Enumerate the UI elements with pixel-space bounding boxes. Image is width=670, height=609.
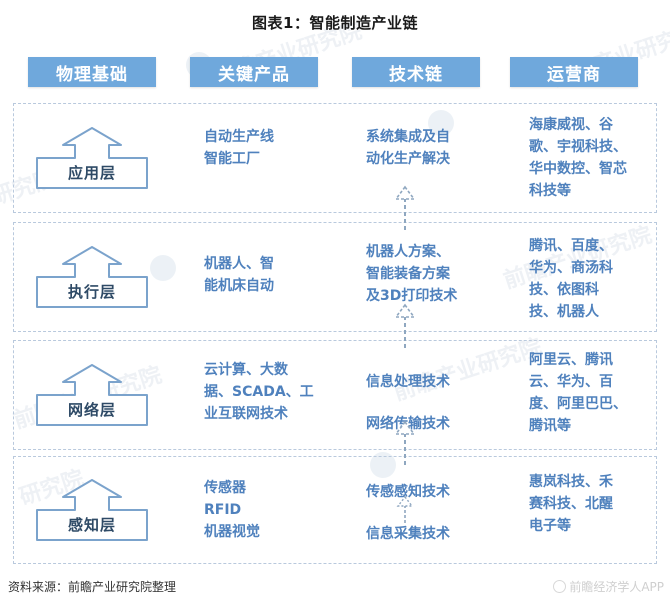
- up-arrow-notch-shape: [36, 479, 148, 541]
- layer-badge-perception: 感知层: [36, 479, 148, 541]
- cell-operators-network: 阿里云、腾讯 云、华为、百 度、阿里巴巴、 腾讯等: [529, 352, 627, 434]
- layer-badge-network: 网络层: [36, 364, 148, 426]
- brand-logo-icon: [553, 580, 567, 593]
- layer-row-network: 网络层 云计算、大数 据、SCADA、工 业互联网技术 信息处理技术 网络传输技…: [13, 340, 657, 450]
- cell-products-network: 云计算、大数 据、SCADA、工 业互联网技术: [204, 362, 314, 422]
- footer-watermark: 前瞻经济学人APP: [553, 578, 664, 595]
- cell-products-execution: 机器人、智 能机床自动: [204, 256, 274, 294]
- layer-badge-execution: 执行层: [36, 246, 148, 308]
- layer-label-execution: 执行层: [67, 282, 116, 301]
- source-note: 资料来源：前瞻产业研究院整理: [8, 580, 177, 594]
- cell-operators-perception: 惠岚科技、禾 赛科技、北醒 电子等: [529, 474, 613, 534]
- layer-row-perception: 感知层 传感器 RFID 机器视觉 传感感知技术 信息采集技术 惠岚科技、禾 赛…: [13, 456, 657, 564]
- cell-techchain-network: 信息处理技术 网络传输技术: [366, 374, 450, 432]
- cell-techchain-perception: 传感感知技术 信息采集技术: [366, 484, 450, 542]
- cell-products-perception: 传感器 RFID 机器视觉: [204, 480, 260, 540]
- up-arrow-notch-shape: [36, 246, 148, 308]
- footer-watermark-label: 前瞻经济学人APP: [569, 580, 664, 594]
- layer-row-execution: 执行层 机器人、智 能机床自动 机器人方案、 智能装备方案 及3D打印技术 腾讯…: [13, 222, 657, 332]
- cell-techchain-execution: 机器人方案、 智能装备方案 及3D打印技术: [366, 244, 458, 304]
- page-title: 图表1：智能制造产业链: [252, 14, 418, 32]
- cell-operators-execution: 腾讯、百度、 华为、商汤科 技、依图科 技、机器人: [529, 238, 613, 320]
- column-header-operators: 运营商: [510, 57, 638, 87]
- up-arrow-notch-shape: [36, 127, 148, 189]
- column-header-physical-base: 物理基础: [28, 57, 156, 87]
- layer-label-network: 网络层: [67, 400, 116, 419]
- layer-label-perception: 感知层: [67, 515, 116, 534]
- layer-label-application: 应用层: [67, 163, 116, 182]
- cell-products-application: 自动生产线 智能工厂: [204, 129, 274, 167]
- layer-badge-application: 应用层: [36, 127, 148, 189]
- cell-techchain-application: 系统集成及自 动化生产解决: [366, 129, 450, 167]
- cell-operators-application: 海康威视、谷 歌、宇视科技、 华中数控、智芯 科技等: [529, 117, 627, 199]
- layer-row-application: 应用层 自动生产线 智能工厂 系统集成及自 动化生产解决 海康威视、谷 歌、宇视…: [13, 103, 657, 213]
- column-header-tech-chain: 技术链: [352, 57, 480, 87]
- column-header-key-products: 关键产品: [190, 57, 318, 87]
- up-arrow-notch-shape: [36, 364, 148, 426]
